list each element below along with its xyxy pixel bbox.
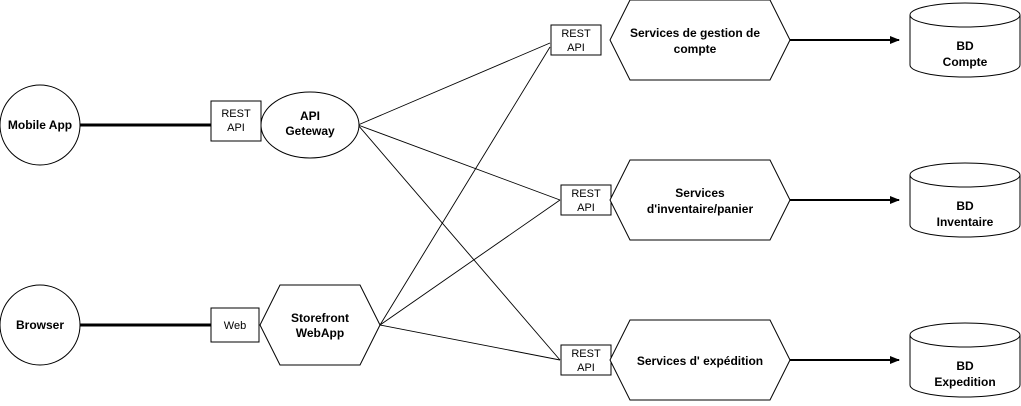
account-service-line2: compte [674, 42, 717, 56]
api-gateway-line1: API [300, 109, 320, 123]
connector-storefront-shipping [379, 324, 561, 361]
account-db-line2: Compte [943, 55, 988, 69]
connector-storefront-inventory [379, 199, 561, 326]
shipping-db-line2: Expedition [934, 375, 995, 389]
connector-storefront-account [379, 46, 551, 326]
inventory-db-line2: Inventaire [937, 215, 994, 229]
inventory-rest-line1: REST [571, 188, 601, 200]
inventory-rest-api-box: REST API [560, 184, 612, 216]
mobile-app-label: Mobile App [8, 118, 72, 132]
account-service-line1: Services de gestion de [630, 26, 760, 40]
inventory-service-node: Services d'inventaire/panier [609, 159, 791, 241]
shipping-db-line1: BD [956, 359, 974, 373]
web-label: Web [224, 320, 246, 332]
shipping-rest-api-box: REST API [560, 344, 612, 376]
gateway-rest-api-box: REST API [210, 100, 262, 142]
account-service-node: Services de gestion de compte [609, 0, 791, 81]
browser-label: Browser [16, 318, 64, 332]
account-rest-api-box: REST API [550, 24, 602, 56]
gateway-rest-line2: API [227, 122, 245, 134]
browser-node: Browser [0, 284, 81, 366]
storefront-line2: WebApp [296, 326, 344, 340]
shipping-rest-line1: REST [571, 348, 601, 360]
connector-gateway-shipping [357, 124, 561, 361]
inventory-database: BD Inventaire [909, 162, 1021, 238]
inventory-service-line1: Services [675, 186, 725, 200]
account-db-line1: BD [956, 39, 974, 53]
inventory-service-line2: d'inventaire/panier [647, 202, 754, 216]
account-database: BD Compte [909, 2, 1021, 78]
account-rest-line1: REST [561, 28, 591, 40]
gateway-rest-line1: REST [221, 108, 251, 120]
account-rest-line2: API [567, 42, 585, 54]
inventory-db-line1: BD [956, 199, 974, 213]
connector-gateway-account [357, 42, 551, 126]
shipping-service-line1: Services d' expédition [637, 354, 763, 368]
storefront-webapp-node: Storefront WebApp [259, 284, 381, 366]
inventory-rest-line2: API [577, 202, 595, 214]
storefront-line1: Storefront [291, 311, 349, 325]
web-box: Web [210, 307, 260, 343]
shipping-database: BD Expedition [909, 322, 1021, 398]
api-gateway-node: API Geteway [260, 91, 360, 159]
shipping-rest-line2: API [577, 362, 595, 374]
shipping-service-node: Services d' expédition [609, 319, 791, 401]
api-gateway-line2: Geteway [285, 124, 335, 138]
connector-gateway-inventory [357, 124, 561, 201]
mobile-app-node: Mobile App [0, 84, 81, 166]
